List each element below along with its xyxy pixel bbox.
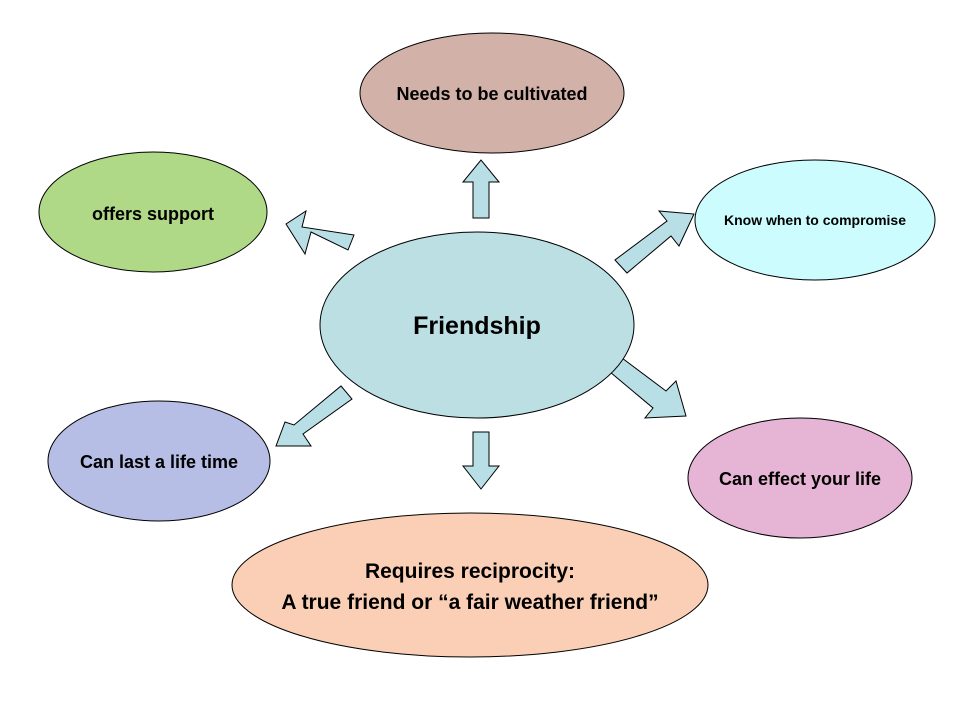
arrow-to-effect bbox=[609, 357, 687, 419]
effect-label: Can effect your life bbox=[719, 469, 881, 489]
arrow-to-reciprocity bbox=[461, 431, 501, 490]
center-label: Friendship bbox=[413, 312, 541, 340]
compromise-label: Know when to compromise bbox=[724, 212, 906, 228]
node-compromise bbox=[694, 159, 936, 281]
arrow-to-cultivated bbox=[461, 159, 501, 219]
node-support bbox=[38, 151, 268, 273]
arrow-to-lifetime bbox=[275, 385, 353, 447]
node-lifetime bbox=[47, 400, 271, 522]
center-node bbox=[319, 231, 635, 419]
cultivated-label: Needs to be cultivated bbox=[396, 84, 587, 104]
reciprocity-label-line1: Requires reciprocity: bbox=[365, 560, 575, 583]
lifetime-label: Can last a life time bbox=[80, 452, 238, 472]
node-cultivated bbox=[359, 32, 625, 154]
support-label: offers support bbox=[92, 204, 214, 224]
reciprocity-label-line2: A true friend or “a fair weather friend” bbox=[281, 591, 658, 614]
arrow-to-support bbox=[285, 209, 355, 256]
node-reciprocity bbox=[231, 512, 709, 658]
arrow-to-compromise bbox=[614, 210, 695, 274]
node-effect bbox=[687, 417, 913, 539]
